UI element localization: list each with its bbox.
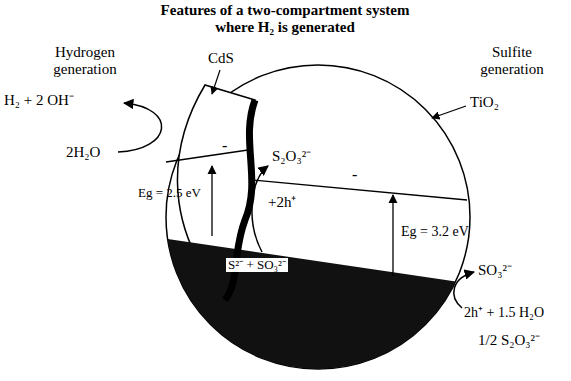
figure-title: Features of a two-compartment system whe… — [150, 2, 420, 35]
material-label: CdS — [208, 50, 234, 67]
product-label: H₂ + 2 OH⁻ — [4, 92, 74, 109]
reactant-label: SO₃²⁻ — [478, 262, 512, 279]
product-label: S₂O₃²⁻ — [272, 148, 311, 165]
charge-sign: - — [352, 166, 357, 184]
reactant-label: S²⁻ + SO₃²⁻ — [226, 258, 288, 272]
product-label: 1/2 S₂O₃²⁻ — [478, 332, 540, 349]
material-label: TiO₂ — [470, 94, 499, 111]
region-heading: Sulfite generation — [470, 44, 555, 77]
charge-sign: - — [222, 137, 227, 155]
excitation-arrow — [392, 195, 393, 276]
hole-label: 2h⁺ + 1.5 H₂O — [464, 305, 544, 320]
reactant-label: 2H₂O — [66, 144, 100, 161]
reaction-arrow — [454, 272, 474, 308]
cds-band-edge — [166, 150, 248, 162]
band-gap-label: Eg = 3.2 eV — [401, 224, 469, 239]
valence-band-fill — [140, 235, 480, 381]
band-gap-label: Eg = 2.5 eV — [138, 186, 201, 200]
reaction-arrow — [118, 103, 162, 152]
reaction-arrow — [252, 166, 268, 252]
leader-line — [212, 70, 220, 94]
leader-line — [432, 106, 466, 118]
hole-label: +2h⁺ — [268, 194, 296, 211]
region-heading: Hydrogen generation — [40, 44, 130, 77]
excitation-arrow — [211, 166, 212, 236]
